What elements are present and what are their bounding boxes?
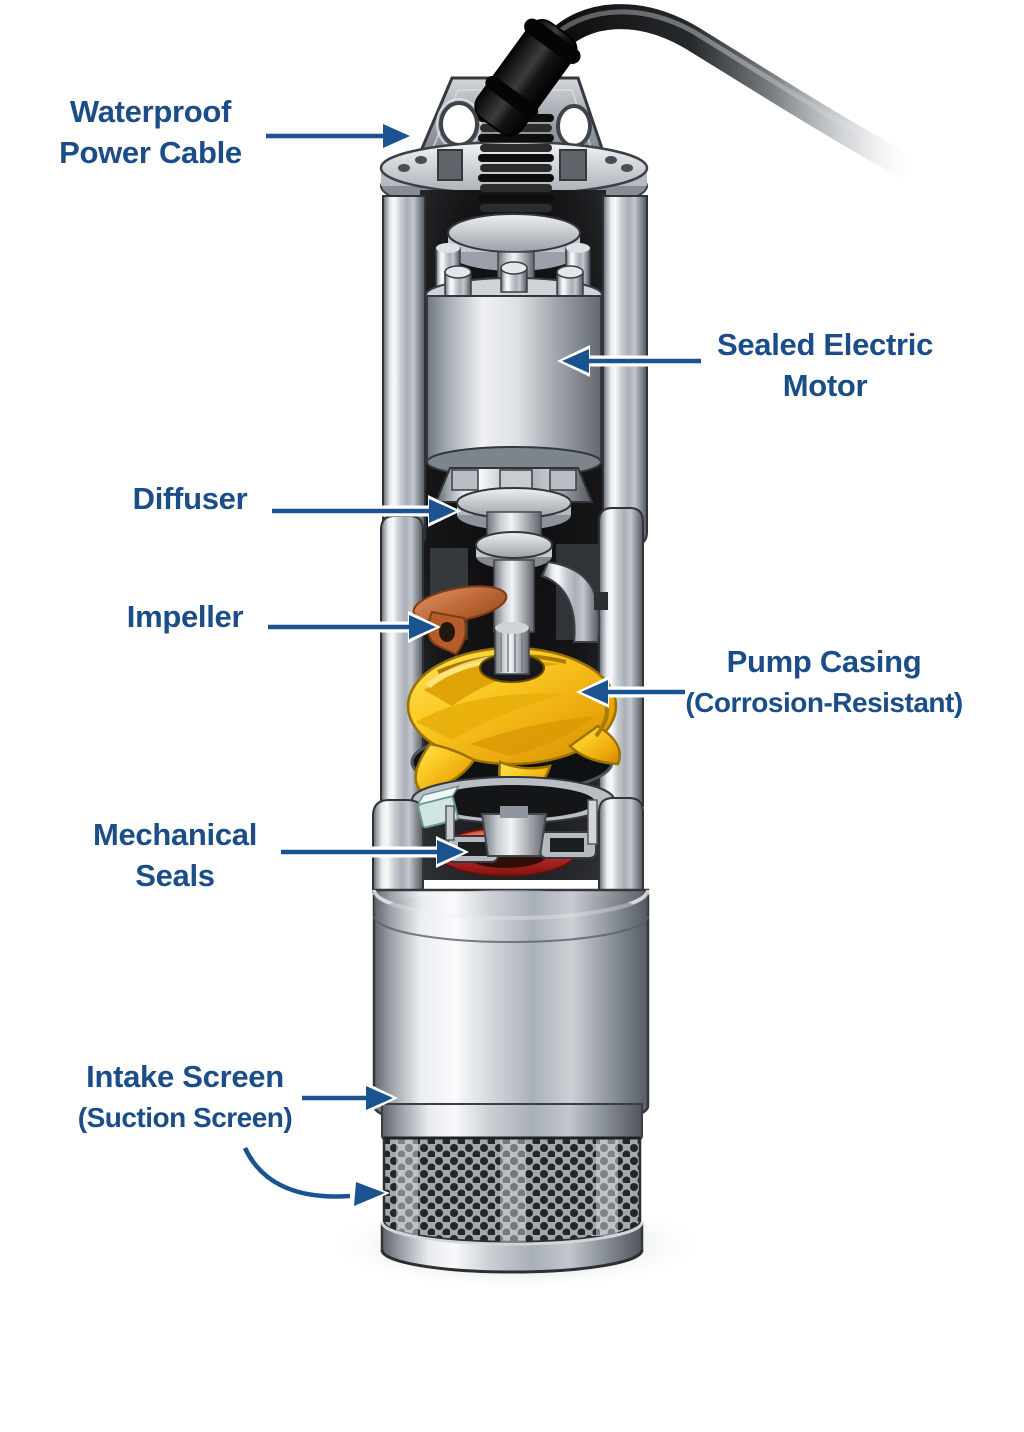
- arrow-pump-casing: [576, 676, 691, 708]
- label-intake-screen: Intake Screen (Suction Screen): [45, 1056, 325, 1138]
- label-line: (Corrosion-Resistant): [685, 687, 963, 718]
- mechanical-seals-part: [372, 776, 644, 893]
- label-mechanical-seals: Mechanical Seals: [55, 814, 295, 896]
- lower-body-part: [372, 888, 650, 1132]
- label-line: Sealed Electric: [716, 327, 934, 362]
- label-line: Impeller: [126, 599, 244, 634]
- label-line: Power Cable: [59, 135, 242, 170]
- label-line: (Suction Screen): [77, 1102, 293, 1133]
- label-line: Mechanical: [92, 817, 258, 852]
- label-line: Seals: [135, 858, 215, 893]
- label-waterproof-power-cable: Waterproof Power Cable: [28, 91, 273, 173]
- label-sealed-electric-motor: Sealed Electric Motor: [695, 324, 955, 406]
- label-pump-casing: Pump Casing (Corrosion-Resistant): [664, 641, 984, 723]
- motor-part: [425, 213, 603, 633]
- label-line: Waterproof: [69, 94, 232, 129]
- arrow-suction-screen-curved: [239, 1142, 390, 1211]
- intake-screen-part: [382, 1136, 642, 1244]
- bottom-rim-part: [380, 1221, 644, 1274]
- impeller-part: [406, 622, 621, 802]
- label-line: Pump Casing: [726, 644, 922, 679]
- arrow-intake-screen: [296, 1082, 398, 1114]
- label-line: Diffuser: [132, 481, 248, 516]
- arrow-impeller: [262, 611, 441, 643]
- cable-gland-part: [474, 18, 581, 222]
- arrow-diffuser: [266, 495, 461, 527]
- diffuser-part: [412, 544, 608, 656]
- arrow-mechanical-seals: [275, 836, 469, 868]
- power-cable-part: [543, 4, 919, 179]
- label-line: Motor: [782, 368, 868, 403]
- arrow-sealed-electric-motor: [557, 345, 707, 377]
- label-impeller: Impeller: [75, 596, 295, 637]
- label-line: Intake Screen: [86, 1059, 284, 1094]
- label-diffuser: Diffuser: [80, 478, 300, 519]
- arrow-waterproof-power-cable: [260, 120, 415, 152]
